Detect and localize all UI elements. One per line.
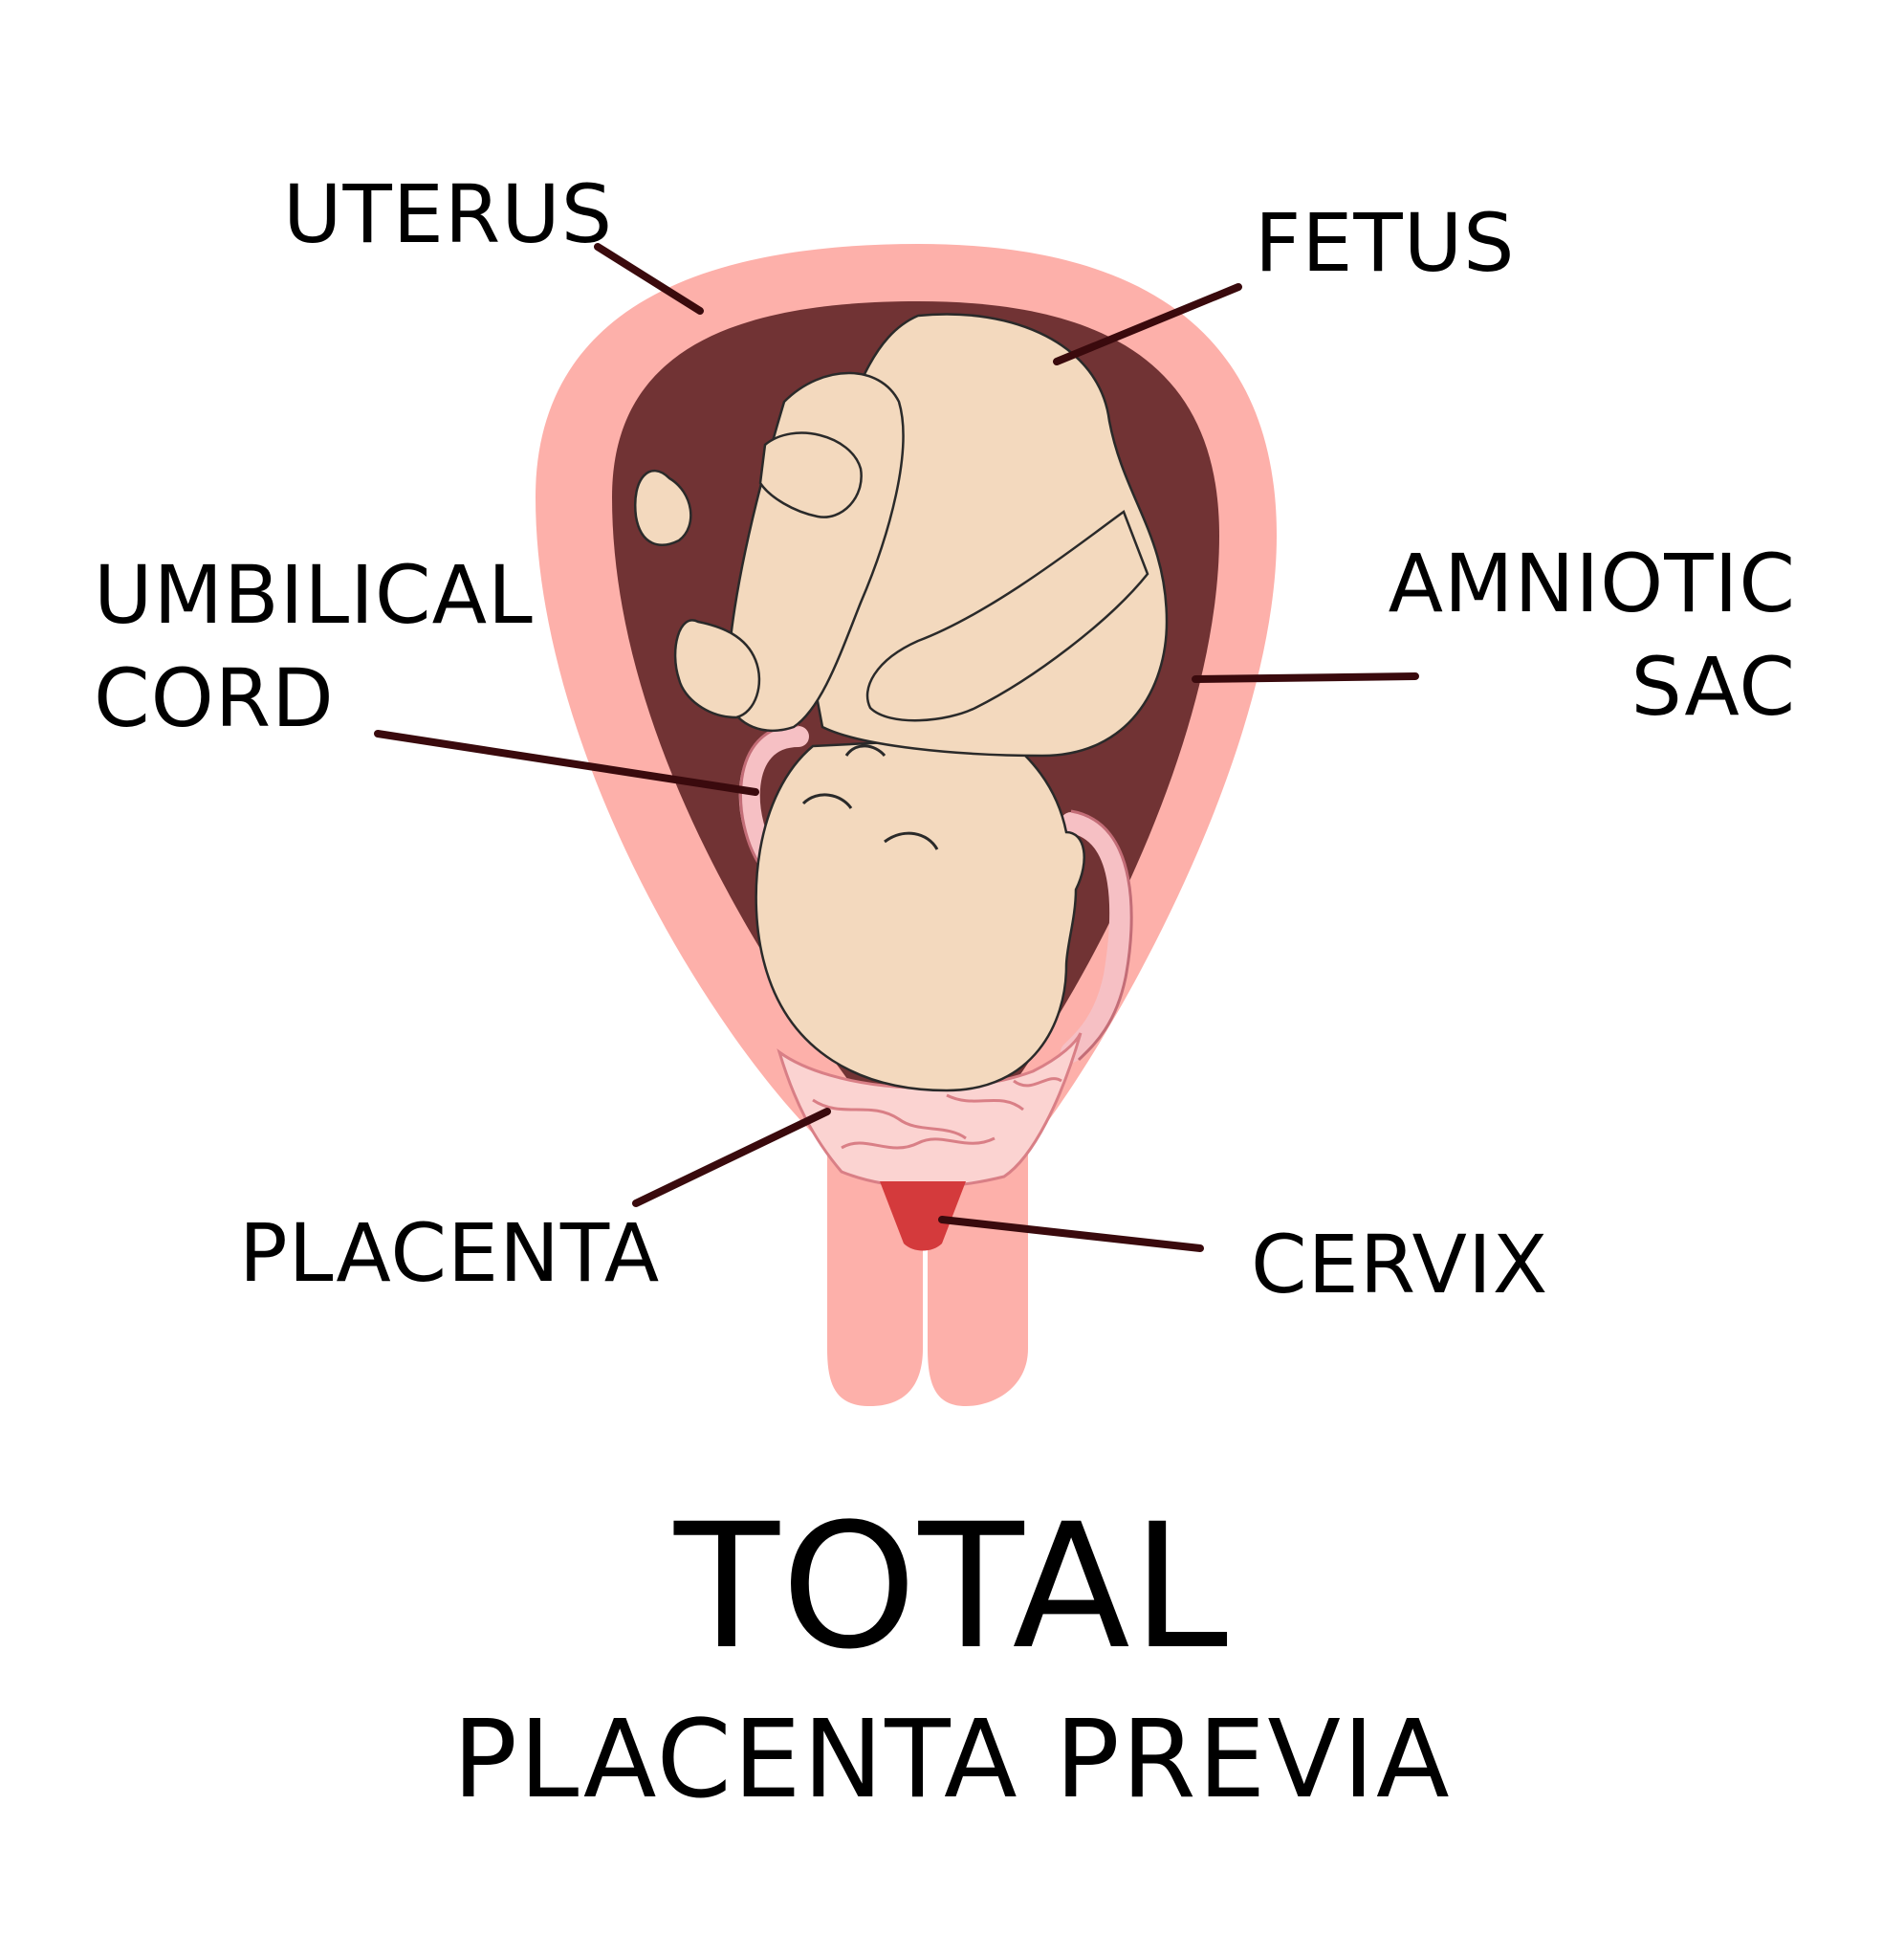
fetus-hand	[673, 619, 761, 719]
fetus-face	[801, 744, 939, 850]
fetus-head	[755, 735, 1085, 1092]
amniotic-sac-label-line2: SAC	[1630, 640, 1796, 734]
fetus	[633, 313, 1169, 1092]
cervix-label: CERVIX	[1251, 1218, 1549, 1311]
amniotic-sac-label-line1: AMNIOTIC	[1388, 537, 1796, 630]
leader-lines	[374, 243, 1419, 1252]
uterus-label: UTERUS	[283, 167, 614, 261]
fetus-arm	[865, 510, 1149, 722]
uterus-leader	[594, 243, 704, 315]
cervix-blood	[880, 1181, 966, 1251]
placenta-leader	[632, 1108, 831, 1207]
title-main: TOTAL	[673, 1487, 1231, 1687]
placenta-veins	[812, 1077, 1062, 1150]
umbilical-cord-label-line2: CORD	[94, 651, 335, 745]
fetus-foot	[758, 431, 863, 518]
umbilical-cord-leader	[374, 730, 759, 796]
fetus-heel	[633, 470, 692, 546]
fetus-leader	[1053, 283, 1242, 365]
cervix-leader	[938, 1216, 1204, 1252]
placenta-label: PLACENTA	[239, 1206, 661, 1300]
fetus-label: FETUS	[1255, 196, 1516, 290]
title-sub: PLACENTA PREVIA	[452, 1698, 1452, 1822]
amniotic-sac-leader	[1192, 672, 1419, 683]
umbilical-cord-label-line1: UMBILICAL	[94, 548, 534, 642]
